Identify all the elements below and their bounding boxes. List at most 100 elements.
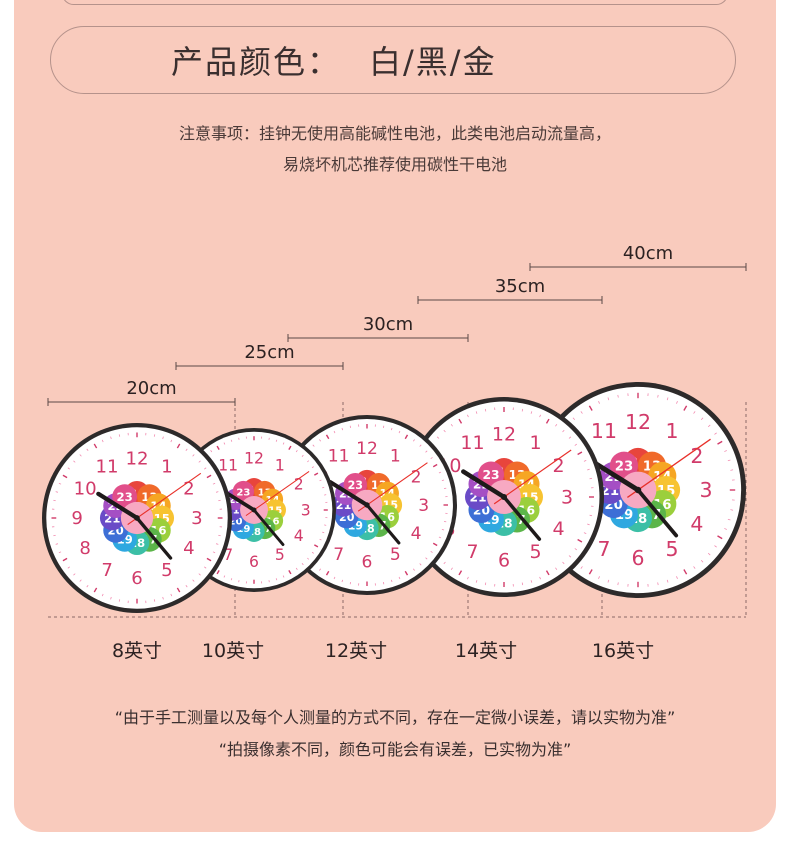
disclaimer-line-1: “由于手工测量以及每个人测量的方式不同，存在一定微小误差，请以实物为准”: [114, 708, 676, 727]
minute-tick: [93, 587, 98, 593]
minute-tick: [333, 430, 336, 434]
minute-tick: [458, 418, 463, 424]
minute-tick: [58, 482, 62, 485]
minute-tick: [577, 451, 583, 456]
second-hand: [493, 449, 572, 505]
hand-pivot: [251, 507, 257, 513]
minute-tick: [307, 557, 310, 560]
minute-tick: [598, 401, 600, 404]
hour-number: 4: [294, 527, 304, 545]
minute-tick: [110, 596, 112, 600]
minute-tick: [530, 411, 533, 414]
hour-number: 2: [690, 444, 703, 468]
hour-number: 12: [492, 424, 516, 446]
minute-tick: [295, 450, 298, 453]
minute-tick: [583, 532, 587, 534]
minute-tick: [185, 585, 188, 588]
minute-tick: [79, 454, 82, 457]
measurement-guides: [48, 402, 747, 618]
hour-number: 11: [328, 447, 350, 467]
hour-number: 7: [223, 546, 233, 564]
minute-tick: [185, 448, 188, 451]
minute-tick: [583, 460, 587, 462]
minute-tick: [230, 578, 233, 581]
minute-tick: [714, 432, 717, 435]
minute-tick: [93, 443, 98, 449]
dimension-label: 25cm: [244, 342, 294, 363]
minute-tick: [693, 411, 696, 414]
minute-tick: [73, 460, 76, 463]
minute-tick: [412, 568, 415, 571]
minute-tick: [425, 450, 428, 453]
minute-tick: [484, 582, 487, 586]
minute-tick: [545, 418, 550, 424]
minute-tick: [212, 551, 216, 554]
clock-14: 241314151617181920212223121234567891011: [404, 397, 604, 597]
hour-number: 12: [244, 450, 264, 468]
minute-tick: [562, 561, 565, 565]
minute-tick: [390, 579, 393, 583]
minute-tick: [204, 566, 207, 569]
minute-tick: [521, 582, 524, 586]
minute-tick: [58, 551, 62, 554]
dimension-4: 40cm: [529, 243, 747, 271]
minute-tick: [587, 468, 590, 471]
hour-hand: [461, 469, 507, 500]
hour-number: 2: [411, 468, 422, 488]
minute-tick: [311, 466, 314, 469]
minute-tick: [450, 567, 453, 571]
minute-tick: [282, 575, 285, 578]
minute-tick: [676, 576, 678, 579]
minute-tick: [607, 397, 610, 401]
minute-tick: [312, 444, 315, 447]
minute-tick: [441, 479, 445, 482]
hand-pivot: [134, 515, 140, 521]
hour-number: 12: [625, 410, 651, 434]
minute-tick: [717, 440, 723, 445]
disclaimer-line-2: “拍摄像素不同，颜色可能会有误差，已实物为准”: [218, 740, 572, 759]
minute-tick: [441, 528, 445, 531]
minute-hand: [636, 488, 679, 538]
minute-tick: [683, 569, 688, 575]
minute-tick: [170, 439, 173, 443]
minute-tick: [176, 587, 181, 593]
hour-number: 3: [418, 496, 429, 516]
hour-number: 5: [275, 546, 285, 564]
minute-tick: [425, 557, 428, 560]
hour-number: 1: [665, 419, 678, 443]
hour-number: 5: [161, 560, 173, 581]
minute-tick: [475, 580, 478, 583]
hour-number: 5: [665, 537, 678, 561]
minute-tick: [568, 436, 572, 439]
minute-tick: [588, 569, 593, 575]
minute-tick: [707, 552, 711, 556]
minute-tick: [539, 414, 541, 418]
minute-hand: [135, 516, 173, 560]
minute-tick: [530, 580, 533, 583]
minute-tick: [676, 401, 678, 404]
minute-hand: [252, 508, 285, 546]
dimension-label: 35cm: [495, 276, 545, 297]
minute-tick: [215, 491, 219, 493]
minute-tick: [467, 414, 469, 418]
minute-tick: [484, 408, 487, 412]
minute-tick: [86, 448, 89, 451]
petal-number: 23: [117, 490, 133, 504]
minute-tick: [295, 567, 298, 570]
minute-tick: [724, 450, 727, 452]
clock-8: 241314151617181920212223121234567891011: [42, 423, 232, 613]
minute-tick: [311, 551, 314, 554]
minute-tick: [275, 578, 278, 581]
minute-tick: [727, 518, 731, 521]
minute-tick: [577, 538, 583, 543]
minute-tick: [288, 445, 292, 450]
minute-tick: [555, 567, 558, 571]
size-label-10: 10英寸: [201, 640, 265, 662]
minute-tick: [727, 459, 731, 462]
minute-tick: [700, 559, 704, 563]
minute-tick: [288, 570, 292, 575]
minute-tick: [55, 491, 59, 493]
hour-number: 11: [591, 419, 617, 443]
minute-tick: [314, 544, 319, 548]
